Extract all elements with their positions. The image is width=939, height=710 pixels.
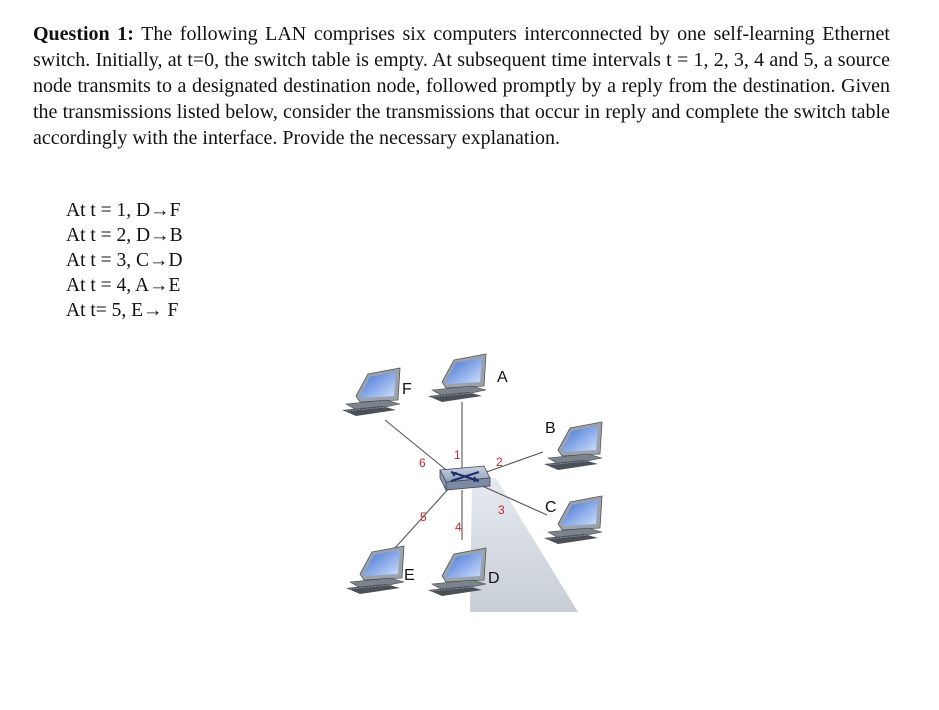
transmission-item: At t = 2, D→B (66, 225, 183, 246)
host-label-f: F (402, 381, 412, 398)
transmission-item: At t = 4, A→E (66, 275, 181, 296)
transmission-item: At t= 5, E→ F (66, 300, 179, 321)
computer-d-icon (427, 547, 487, 597)
links (384, 402, 548, 549)
transmission-item: At t = 3, C→D (66, 250, 183, 271)
question-body: The following LAN comprises six computer… (33, 23, 890, 149)
port-label-3: 3 (498, 503, 505, 517)
host-label-c: C (545, 499, 557, 516)
highlight-beam (470, 478, 578, 612)
transmission-list: At t = 1, D→F At t = 2, D→B At t = 3, C→… (66, 198, 183, 323)
port-label-5: 5 (420, 510, 427, 524)
port-label-2: 2 (496, 455, 503, 469)
computer-e-icon (345, 545, 405, 595)
host-label-a: A (497, 369, 508, 386)
host-label-d: D (488, 570, 500, 587)
port-label-1: 1 (454, 448, 461, 462)
port-label-6: 6 (419, 456, 426, 470)
host-label-e: E (404, 567, 415, 584)
computer-a-icon (427, 353, 487, 403)
question-label: Question 1: (33, 23, 134, 45)
computer-f-icon (341, 367, 401, 417)
port-label-4: 4 (455, 520, 462, 534)
transmission-item: At t = 1, D→F (66, 200, 181, 221)
host-label-b: B (545, 420, 556, 437)
switch-icon (439, 465, 491, 491)
question-text: Question 1: The following LAN comprises … (33, 21, 890, 151)
lan-diagram: A B C D E F 1 2 3 4 5 6 (341, 353, 603, 612)
